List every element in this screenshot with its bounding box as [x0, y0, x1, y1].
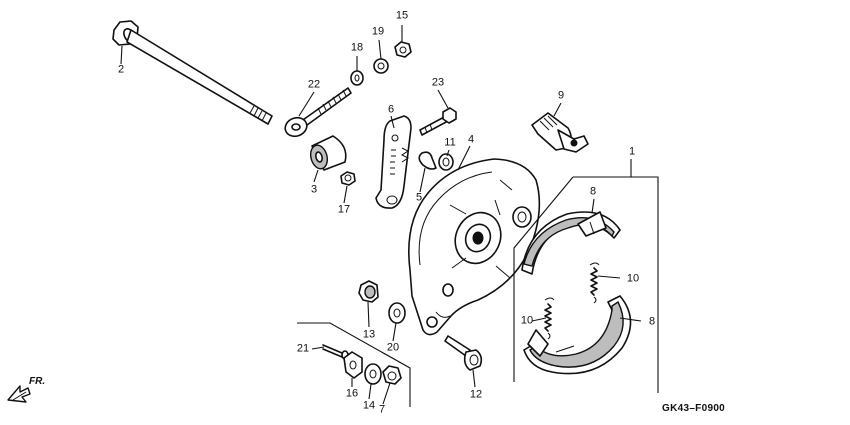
washer-19-part[interactable]	[373, 58, 389, 74]
callout-9: 9	[557, 89, 565, 102]
diagram-code: GK43–F0900	[662, 403, 726, 414]
washer-5-part[interactable]	[418, 151, 437, 170]
nut-13-part[interactable]	[358, 280, 379, 303]
callout-13: 13	[362, 328, 376, 341]
callout-10-left: 10	[520, 314, 534, 327]
callout-19: 19	[371, 25, 385, 38]
nut-7-part[interactable]	[382, 365, 402, 385]
callout-8-upper: 8	[589, 185, 597, 198]
callout-7: 7	[378, 403, 386, 416]
nut-17-part[interactable]	[340, 171, 356, 186]
callout-11: 11	[444, 136, 456, 149]
washer-18-part[interactable]	[350, 70, 364, 86]
collar-part[interactable]	[308, 135, 347, 171]
callout-2: 2	[117, 63, 125, 76]
washer-16-part[interactable]	[343, 351, 363, 379]
brake-panel-part[interactable]	[408, 158, 541, 336]
callout-4: 4	[467, 133, 475, 146]
callout-16: 16	[345, 387, 359, 400]
cotter-pin-part[interactable]	[322, 344, 349, 360]
callout-3: 3	[310, 183, 318, 196]
adjuster-bolt-part[interactable]	[283, 87, 352, 139]
brake-shoe-lower-part[interactable]	[523, 295, 632, 375]
leader-lines	[120, 25, 642, 405]
shoe-spring-left-part[interactable]	[544, 297, 555, 340]
washer-11-part[interactable]	[438, 153, 454, 171]
callout-20: 20	[386, 341, 400, 354]
front-direction-arrow-icon	[7, 385, 31, 403]
callout-6: 6	[387, 103, 395, 116]
shoe-spring-right-part[interactable]	[589, 262, 600, 304]
axle-part[interactable]	[112, 20, 273, 125]
nut-15-part[interactable]	[394, 41, 412, 58]
callout-23: 23	[431, 76, 445, 89]
brake-arm-part[interactable]	[375, 115, 412, 209]
shoe-set-bracket	[513, 176, 659, 393]
callout-22: 22	[307, 78, 321, 91]
callout-17: 17	[337, 203, 351, 216]
callout-8-lower: 8	[648, 315, 656, 328]
washer-20-part[interactable]	[388, 302, 406, 324]
lower-group-bracket	[297, 322, 411, 407]
callout-10-right: 10	[626, 272, 640, 285]
callout-21: 21	[296, 342, 310, 355]
callout-1: 1	[628, 145, 636, 158]
brake-cam-part[interactable]	[444, 335, 483, 371]
callout-15: 15	[395, 9, 409, 22]
callout-14: 14	[362, 399, 376, 412]
brake-shoe-upper-part[interactable]	[521, 211, 621, 275]
callout-12: 12	[469, 388, 483, 401]
callout-5: 5	[415, 191, 423, 204]
speedometer-gear-box-part[interactable]	[531, 112, 589, 153]
bolt-23-part[interactable]	[419, 107, 457, 136]
washer-14-part[interactable]	[364, 363, 382, 385]
front-direction-label: FR.	[29, 376, 46, 387]
callout-18: 18	[350, 41, 364, 54]
